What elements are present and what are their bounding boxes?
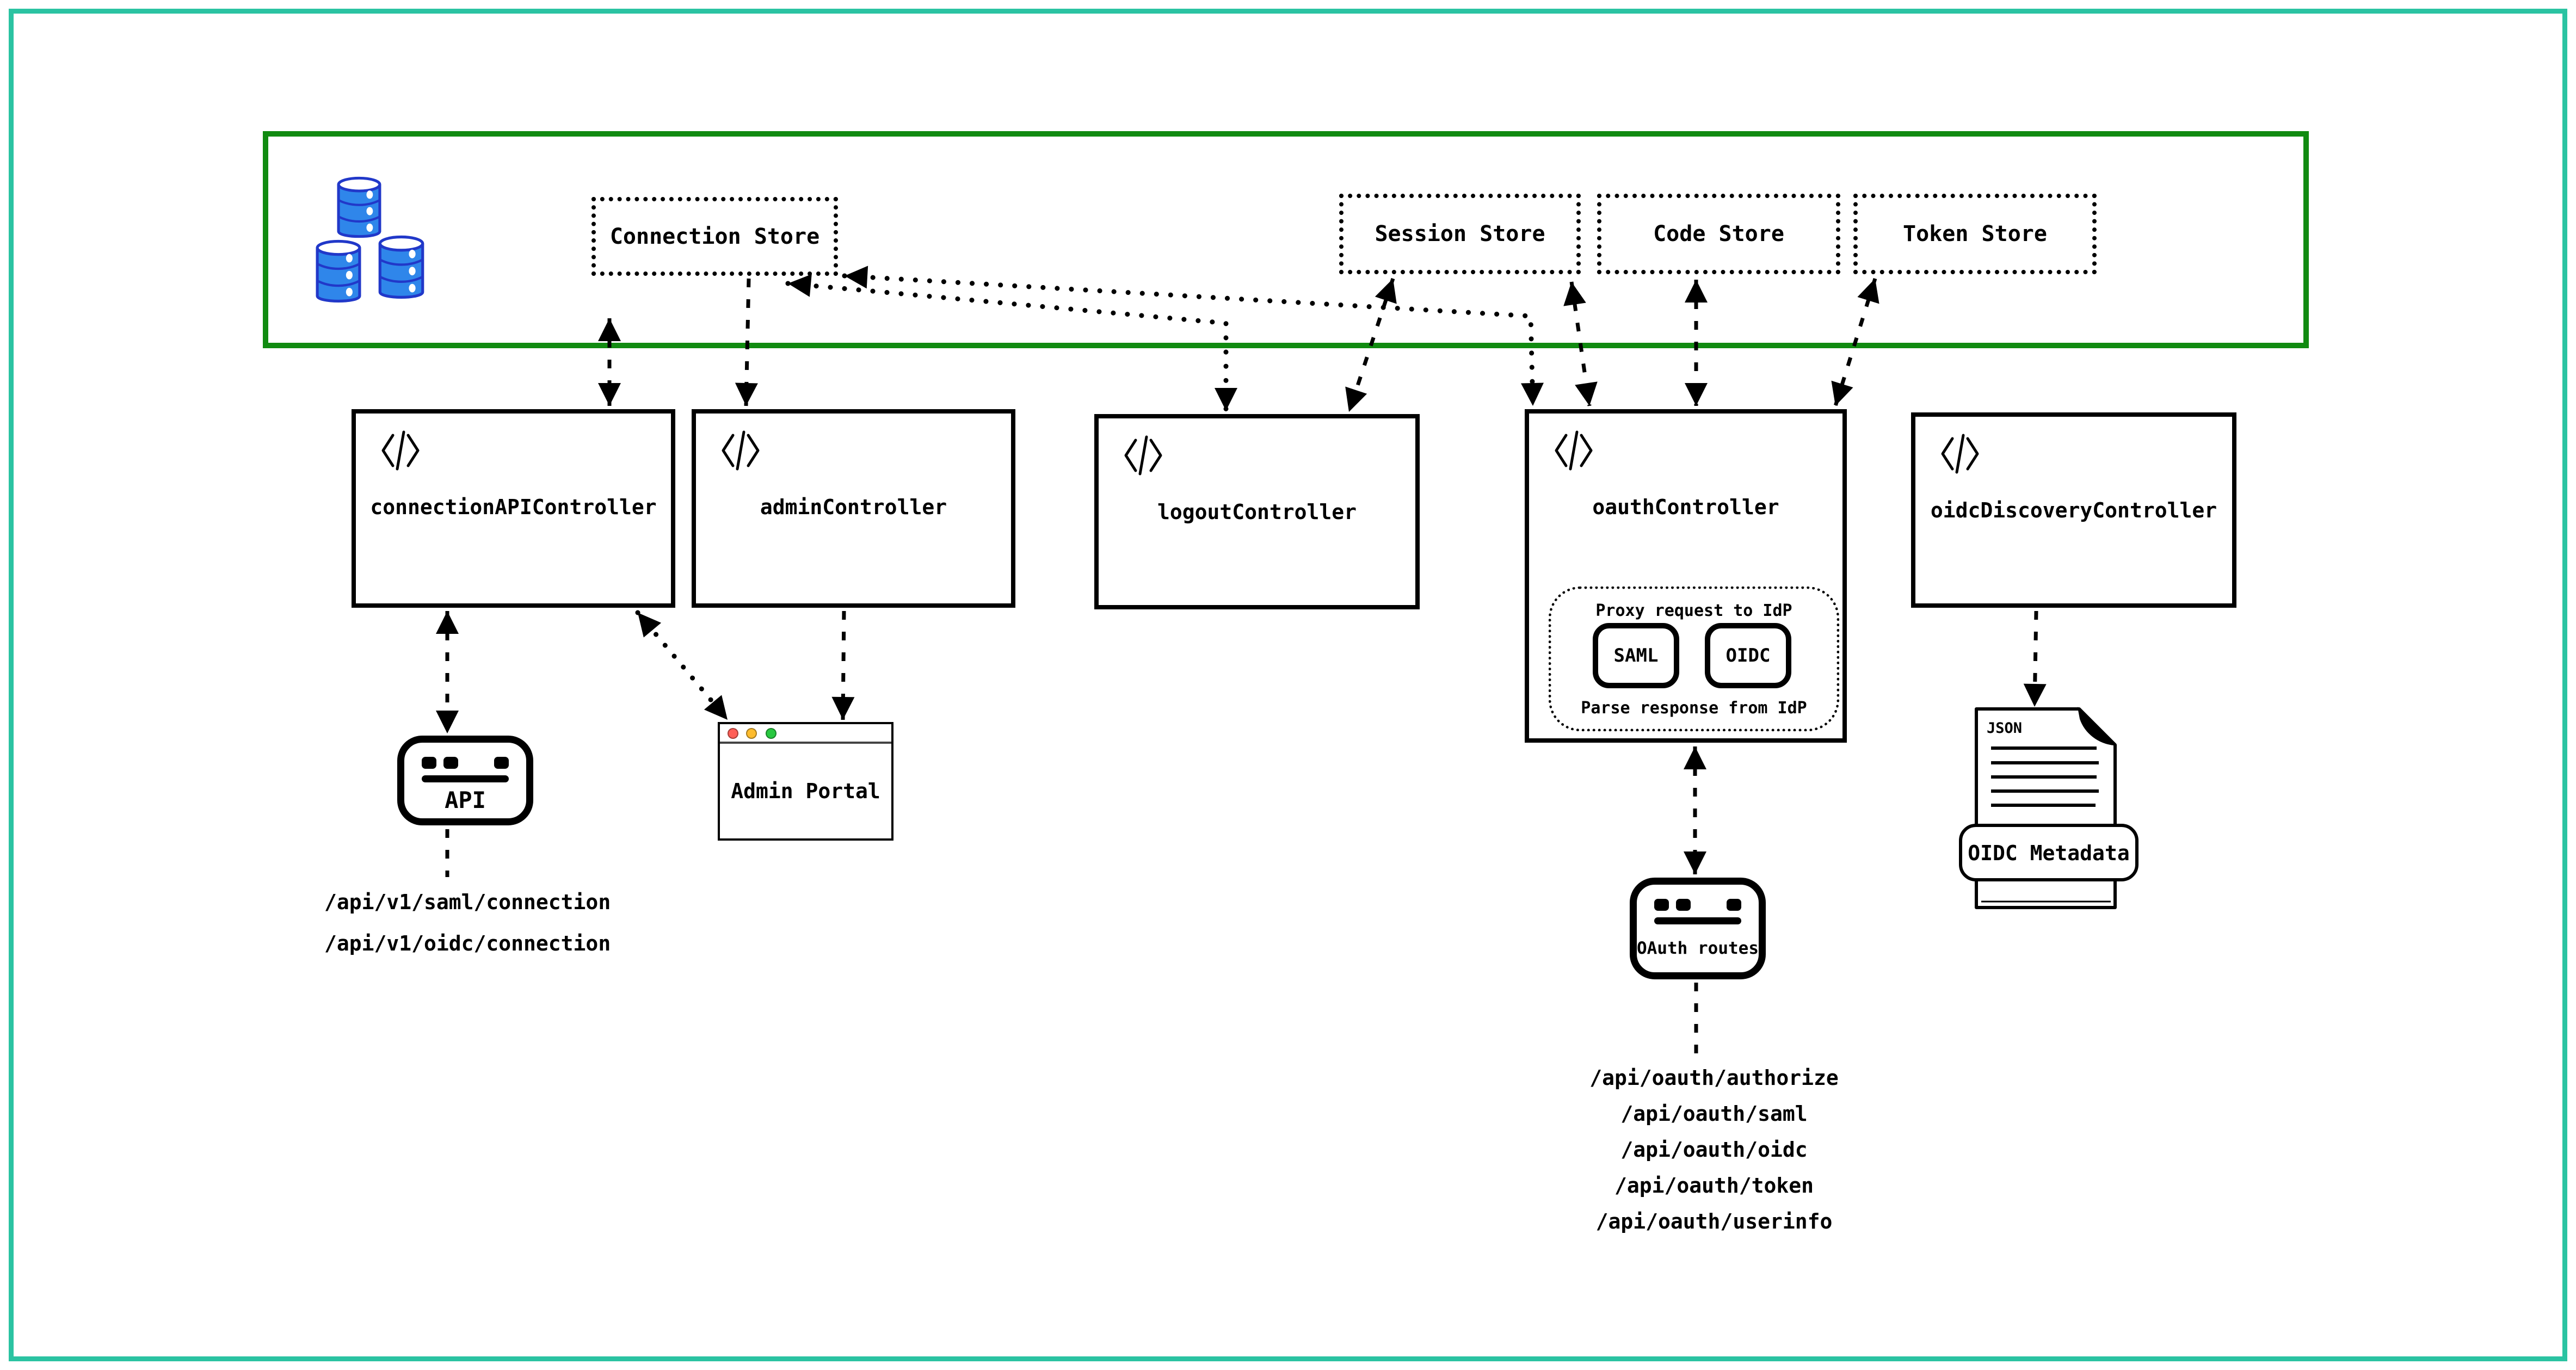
idp-proxy-group: Proxy request to IdP SAML OIDC Parse res…	[1549, 587, 1839, 731]
close-icon	[728, 728, 738, 739]
oidc-metadata-label: OIDC Metadata	[1968, 841, 2129, 865]
code-icon	[1552, 429, 1595, 472]
json-file-type-label: JSON	[1987, 720, 2022, 737]
endpoint: /api/oauth/saml	[1620, 1102, 1808, 1126]
code-store-label: Code Store	[1653, 221, 1784, 246]
code-icon	[1938, 432, 1982, 476]
oauth-routes-window: OAuth routes	[1630, 878, 1766, 979]
oidc-discovery-controller-box: oidcDiscoveryController	[1911, 412, 2236, 608]
connection-store-box: Connection Store	[591, 197, 838, 276]
api-label: API	[445, 787, 486, 813]
code-store-box: Code Store	[1597, 194, 1840, 274]
session-store-label: Session Store	[1375, 221, 1545, 246]
window-bar	[422, 775, 509, 782]
database-icon	[297, 174, 438, 310]
browser-titlebar	[720, 724, 891, 744]
connection-store-label: Connection Store	[609, 224, 820, 249]
proxy-request-label: Proxy request to IdP	[1595, 601, 1792, 620]
endpoint: /api/oauth/authorize	[1589, 1066, 1839, 1090]
oidc-discovery-controller-label: oidcDiscoveryController	[1930, 498, 2217, 522]
page-frame	[9, 9, 2567, 1361]
admin-controller-box: adminController	[692, 409, 1015, 608]
endpoint: /api/v1/saml/connection	[324, 890, 611, 914]
json-document-icon: JSON OIDC Metadata	[1959, 707, 2139, 909]
oauth-routes-label: OAuth routes	[1637, 938, 1759, 958]
endpoint: /api/oauth/userinfo	[1595, 1209, 1833, 1233]
window-dot-icon	[443, 757, 458, 769]
session-store-box: Session Store	[1339, 194, 1581, 274]
saml-protocol-label: SAML	[1613, 645, 1659, 667]
window-dot-icon	[422, 757, 436, 769]
code-icon	[379, 429, 422, 472]
token-store-box: Token Store	[1853, 194, 2097, 274]
token-store-label: Token Store	[1903, 221, 2047, 246]
api-endpoint-list: /api/v1/saml/connection /api/v1/oidc/con…	[324, 881, 705, 964]
logout-controller-label: logoutController	[1157, 500, 1357, 524]
logout-controller-box: logoutController	[1094, 414, 1420, 609]
metadata-banner	[1959, 824, 2139, 881]
window-bar	[1654, 917, 1741, 924]
admin-controller-label: adminController	[760, 495, 947, 519]
window-dot-icon	[1727, 899, 1741, 911]
code-icon	[1121, 434, 1165, 477]
window-dot-icon	[1654, 899, 1669, 911]
parse-response-label: Parse response from IdP	[1581, 699, 1807, 718]
api-window: API	[397, 736, 533, 825]
oauth-controller-box: oauthController Proxy request to IdP SAM…	[1525, 409, 1847, 743]
endpoint: /api/oauth/oidc	[1620, 1138, 1808, 1162]
endpoint: /api/oauth/token	[1614, 1174, 1814, 1198]
oauth-controller-label: oauthController	[1592, 495, 1779, 519]
saml-protocol-box: SAML	[1593, 623, 1679, 688]
admin-portal-window: Admin Portal	[718, 722, 893, 841]
folded-corner-icon	[2077, 707, 2117, 746]
maximize-icon	[766, 728, 777, 739]
admin-portal-label: Admin Portal	[731, 779, 880, 803]
oidc-protocol-box: OIDC	[1705, 623, 1791, 688]
endpoint: /api/v1/oidc/connection	[324, 931, 611, 955]
connection-api-controller-box: connectionAPIController	[352, 409, 675, 608]
window-dot-icon	[1676, 899, 1691, 911]
minimize-icon	[746, 728, 757, 739]
code-icon	[719, 429, 762, 472]
window-dot-icon	[494, 757, 509, 769]
oidc-protocol-label: OIDC	[1725, 645, 1771, 667]
connection-api-controller-label: connectionAPIController	[370, 495, 657, 519]
oauth-endpoint-list: /api/oauth/authorize /api/oauth/saml /ap…	[1524, 1060, 1905, 1239]
